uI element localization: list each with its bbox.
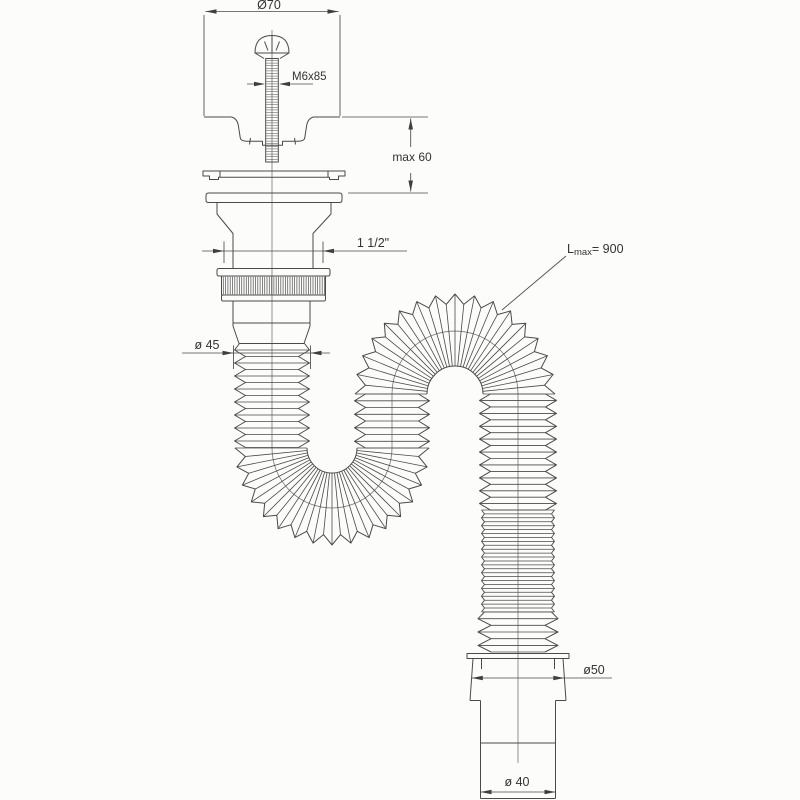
drain-hole-tick <box>249 137 296 145</box>
fixing-screw <box>254 35 290 163</box>
outlet-tube <box>480 700 556 799</box>
dim-top-diameter-lines <box>203 11 341 116</box>
dim-lmax-label: Lmax= 900 <box>567 242 624 258</box>
dim-outlet-diameter-label: ø 40 <box>504 775 529 789</box>
dimensions <box>182 9 612 795</box>
hose-connector <box>232 301 311 344</box>
dim-max-height-label: max 60 <box>392 150 432 164</box>
nut-knurl-hatch <box>222 276 325 295</box>
dim-bell-diameter-label: ø50 <box>583 663 605 677</box>
dim-thread-label: 1 1/2" <box>357 236 389 250</box>
screw-shaft <box>265 58 279 163</box>
body-taper <box>216 202 332 269</box>
dim-top-diameter-label: Ø70 <box>257 0 281 12</box>
nut-bottom-cap <box>221 294 326 302</box>
dim-lmax-leader <box>501 255 567 311</box>
outlet-flange <box>466 653 570 659</box>
dim-mid-diameter-label: ø 45 <box>194 338 219 352</box>
dim-mid-diameter-lines <box>182 345 330 369</box>
screw-thread-hatch <box>266 60 278 160</box>
dim-thread-lines <box>202 241 407 263</box>
outlet-bell <box>469 658 567 701</box>
dim-max-height-lines <box>342 116 428 194</box>
screw-slot <box>264 35 280 53</box>
sink-section <box>204 116 340 146</box>
corrugated-hose <box>234 293 559 653</box>
dim-screw-label: M6x85 <box>292 71 327 83</box>
knurled-nut <box>216 268 331 302</box>
dimension-arrowheads <box>205 9 565 795</box>
outlet-fitting <box>466 653 570 799</box>
flange <box>205 192 343 203</box>
nut-top-cap <box>216 268 331 277</box>
nut-band <box>221 275 326 296</box>
gasket <box>202 170 346 180</box>
drain-flange-body <box>205 192 343 269</box>
